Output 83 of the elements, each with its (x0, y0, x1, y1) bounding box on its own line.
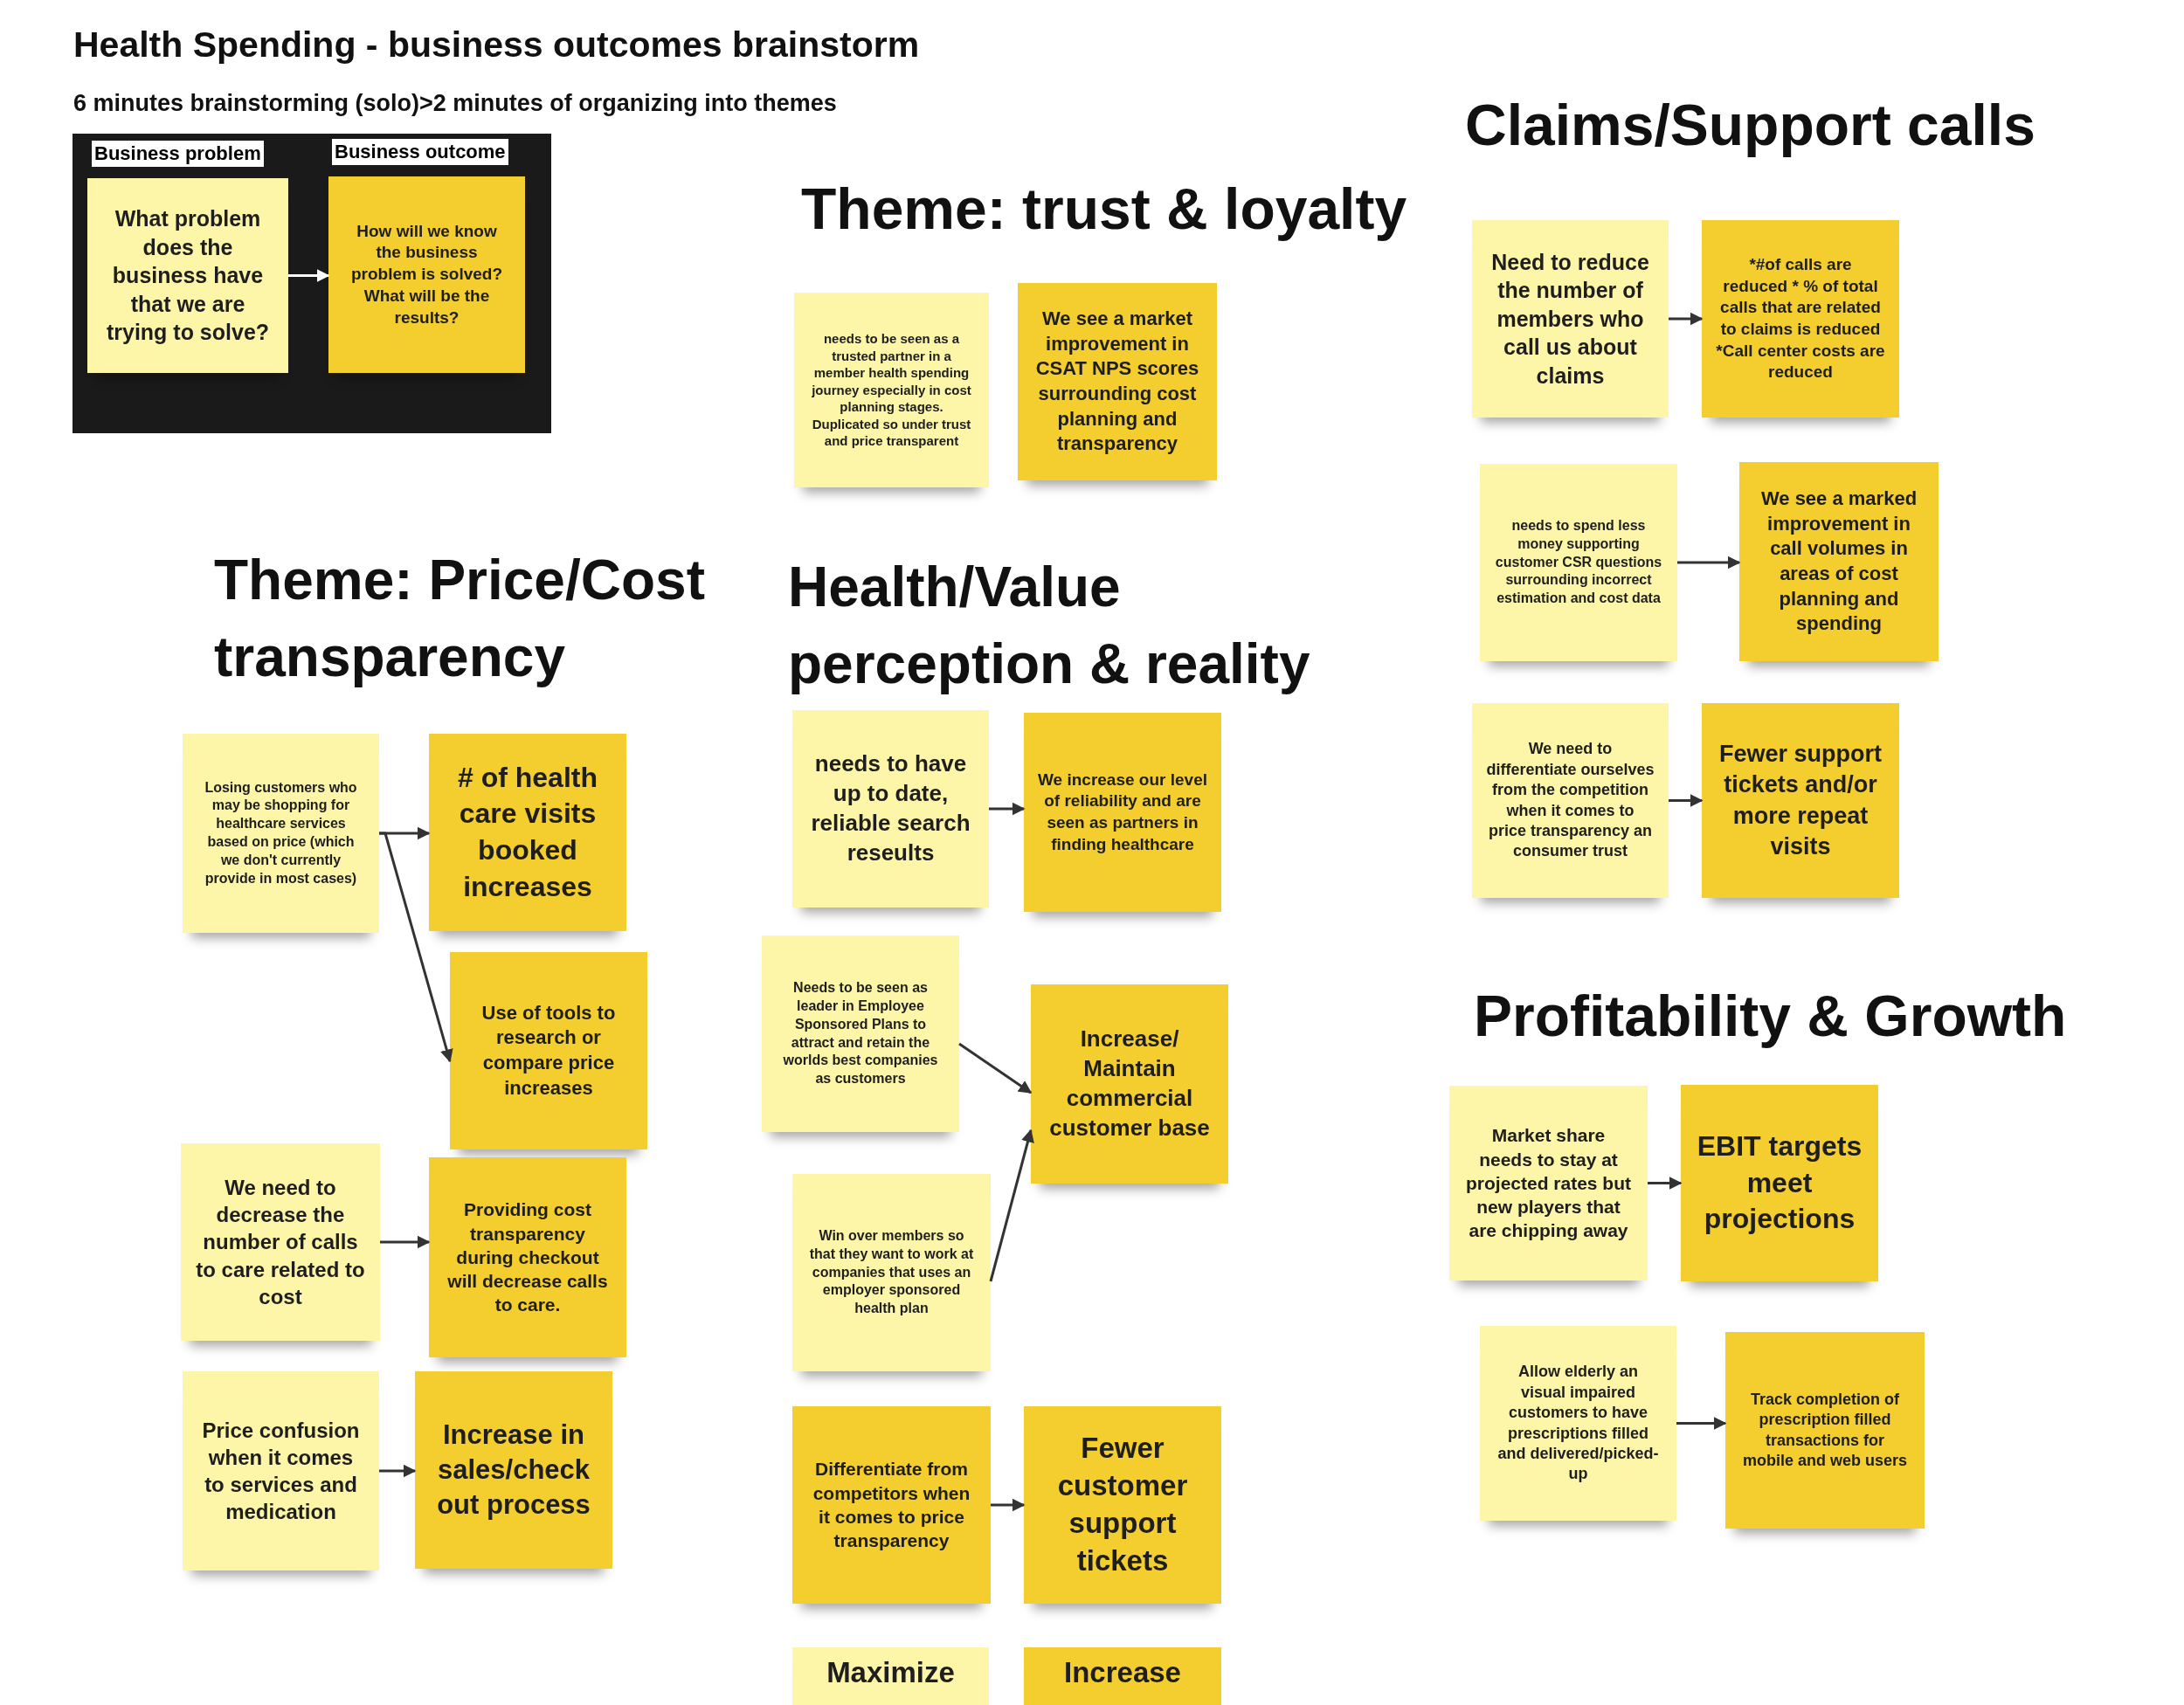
sticky-note (415, 1371, 612, 1569)
note-text: We see a marked improvement in call volumes in areas of cost planning and spending (1759, 487, 1918, 637)
note-text: Track completion of prescription filled transactions for mobile and web users (1741, 1389, 1909, 1471)
sticky-note (181, 1143, 380, 1341)
sticky-note (429, 734, 626, 931)
note-text: *#of calls are reduced * % of total calls that are related to claims is reduced *Call center costs are reduced (1716, 253, 1885, 383)
sticky-note (183, 1371, 379, 1570)
note-text: needs to spend less money supporting customer CSR questions surrounding incorrect estimation and cost data (1494, 517, 1663, 608)
sticky-note (1472, 220, 1669, 418)
theme-heading: Theme: trust & loyalty (801, 176, 1407, 243)
sticky-note (1472, 703, 1669, 898)
note-text: Need to reduce the number of members who call us about claims (1490, 248, 1650, 390)
sticky-note (792, 1647, 989, 1705)
sticky-note (762, 935, 959, 1132)
note-text: Use of tools to research or compare price increases (480, 1000, 617, 1101)
note-text: # of health care visits booked increases (457, 760, 598, 904)
sticky-note (792, 1406, 991, 1604)
arrow (1648, 1177, 1683, 1190)
sticky-note (429, 1157, 626, 1357)
subtitle: 6 minutes brainstorming (solo)>2 minutes of organizing into themes (73, 89, 837, 118)
column-heading: Business outcome (332, 139, 508, 165)
theme-heading: Profitability & Growth (1474, 983, 2067, 1050)
note-text: needs to be seen as a trusted partner in a member health spending journey especially in cost planning stages. Duplicated so under trust and price transparent (811, 330, 972, 450)
note-text: Maximize (826, 1655, 955, 1690)
sticky-note (1681, 1085, 1878, 1281)
sticky-note (87, 178, 288, 373)
note-text: Allow elderly an visual impaired customers to have prescriptions filled and delivered/picked-up (1496, 1362, 1660, 1485)
note-text: Market share needs to stay at projected rates but new players that are chipping away (1464, 1124, 1632, 1243)
arrow (989, 802, 1026, 816)
note-text: Increase/ Maintain commercial customer base (1048, 1025, 1211, 1142)
sticky-note (1024, 1406, 1221, 1604)
note-text: What problem does the business have that we are trying to solve? (105, 205, 271, 347)
sticky-note (1739, 462, 1939, 661)
arrow (958, 1042, 1033, 1094)
sticky-note (450, 952, 647, 1149)
note-text: Increase (1064, 1655, 1181, 1690)
sticky-note (1024, 1647, 1221, 1705)
sticky-note (792, 710, 989, 908)
note-text: Increase in sales/check out process (436, 1418, 591, 1522)
note-text: We see a market improvement in CSAT NPS scores surrounding cost planning and transparency (1034, 307, 1200, 457)
sticky-note (792, 1174, 991, 1371)
note-text: Win over members so that they want to work at companies that uses an employer sponsored health plan (808, 1227, 975, 1318)
sticky-note (328, 176, 525, 373)
arrow (380, 1235, 431, 1249)
sticky-note (1480, 1326, 1676, 1521)
sticky-note (1702, 220, 1899, 418)
note-text: EBIT targets meet projections (1696, 1129, 1863, 1237)
arrow (379, 832, 453, 1063)
arrow (989, 1129, 1034, 1282)
note-text: Losing customers who may be shopping for healthcare services based on price (which we don't currently provide in most cases) (204, 778, 358, 887)
arrow (1669, 794, 1704, 807)
arrow (379, 1464, 417, 1478)
sticky-note (183, 734, 379, 933)
note-text: We need to differentiate ourselves from the competition when it comes to price transparency an consumer trust (1486, 739, 1655, 862)
arrow (288, 269, 330, 282)
note-text: Price confusion when it comes to services and medication (201, 1417, 361, 1526)
column-heading: Business problem (92, 141, 264, 167)
board-panel (73, 134, 551, 433)
sticky-note (1018, 283, 1217, 480)
theme-heading: Claims/Support calls (1465, 92, 2035, 159)
sticky-note (1449, 1086, 1648, 1280)
note-text: needs to have up to date, reliable search reseults (810, 749, 971, 867)
arrow (991, 1498, 1026, 1512)
sticky-note (1480, 464, 1677, 661)
arrow (1677, 556, 1741, 569)
sticky-note (1702, 703, 1899, 898)
theme-heading: Theme: Price/Cost transparency (214, 548, 706, 691)
arrow (1676, 1417, 1727, 1430)
arrow (1669, 312, 1704, 326)
note-text: We need to decrease the number of calls to care related to cost (195, 1175, 366, 1310)
sticky-note (1031, 984, 1228, 1184)
page-title: Health Spending - business outcomes brainstorm (73, 24, 920, 66)
sticky-note (1725, 1332, 1925, 1529)
note-text: Providing cost transparency during checkout will decrease calls to care. (446, 1198, 609, 1317)
note-text: We increase our level of reliability and are seen as partners in finding healthcare (1038, 769, 1207, 855)
note-text: How will we know the business problem is solved? What will be the results? (349, 220, 504, 328)
note-text: Differentiate from competitors when it comes to price transparency (812, 1458, 971, 1553)
sticky-note (1024, 713, 1221, 912)
note-text: Needs to be seen as leader in Employee Sponsored Plans to attract and retain the worlds best companies as customers (782, 979, 939, 1088)
note-text: Fewer customer support tickets (1056, 1431, 1189, 1578)
note-text: Fewer support tickets and/or more repeat visits (1718, 740, 1883, 861)
theme-heading: Health/Value perception & reality (788, 555, 1311, 698)
sticky-note (794, 293, 989, 487)
